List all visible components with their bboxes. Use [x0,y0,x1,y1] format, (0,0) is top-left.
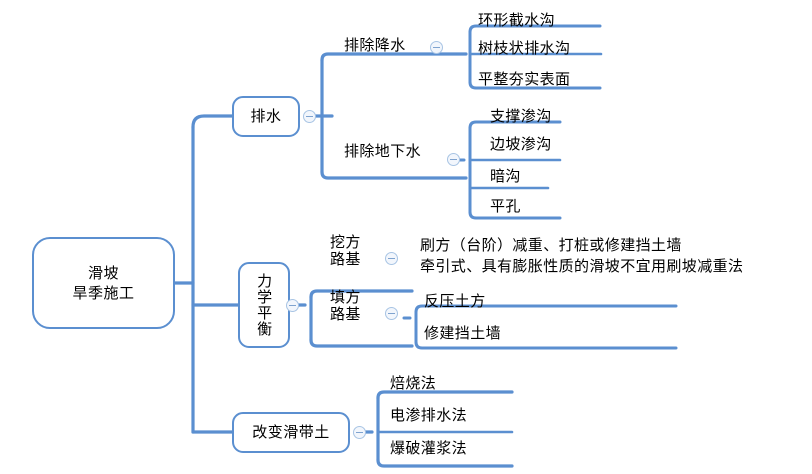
collapse-toggle-drainage[interactable] [303,110,316,123]
group-label-surface-water: 排除降水 [344,36,406,54]
branch-node-mechanical-balance[interactable]: 力学平衡 [238,262,290,348]
leaf-xiujian-dangtuqiang[interactable]: 修建挡土墙 [424,324,502,342]
group-label-cut-subgrade: 挖方 路基 [330,233,361,268]
leaf-pingkong[interactable]: 平孔 [490,197,521,215]
branch-label-slip-soil-change: 改变滑带土 [252,423,330,442]
branch-node-drainage[interactable]: 排水 [232,96,300,137]
collapse-toggle-cut-subgrade[interactable] [385,252,398,265]
branch-node-slip-soil-change[interactable]: 改变滑带土 [232,412,350,453]
leaf-zhicheng-shengou[interactable]: 支撑渗沟 [490,107,552,125]
group-label-fill-subgrade: 填方 路基 [330,288,361,323]
leaf-qianyinshi-huapo[interactable]: 牵引式、具有膨胀性质的滑坡不宜用刷坡减重法 [420,257,744,275]
collapse-toggle-mechanical-balance[interactable] [286,299,299,312]
leaf-angou[interactable]: 暗沟 [490,167,521,185]
leaf-bianpo-shengou[interactable]: 边坡渗沟 [490,135,552,153]
collapse-toggle-fill-subgrade[interactable] [385,307,398,320]
collapse-toggle-slip-soil-change[interactable] [353,426,366,439]
branch-label-drainage: 排水 [250,107,282,126]
root-title-line2: 旱季施工 [72,284,135,302]
collapse-toggle-surface-water[interactable] [430,41,443,54]
leaf-beishaofa[interactable]: 焙烧法 [390,374,437,392]
root-node[interactable]: 滑坡 旱季施工 [32,237,175,329]
root-title-line1: 滑坡 [87,263,119,282]
branch-label-mechanical-balance: 力学平衡 [255,273,274,337]
leaf-baopo-guanjiangfa[interactable]: 爆破灌浆法 [390,439,468,457]
leaf-huanxing-jieshuigou[interactable]: 环形截水沟 [478,11,556,29]
group-label-ground-water: 排除地下水 [344,142,422,160]
collapse-toggle-ground-water[interactable] [447,153,460,166]
leaf-dianshen-paishuifa[interactable]: 电渗排水法 [390,406,468,424]
leaf-pingzheng-hangshi-biaomian[interactable]: 平整夯实表面 [478,70,571,88]
leaf-shuafang-jianzhong[interactable]: 刷方（台阶）减重、打桩或修建挡土墙 [420,236,682,254]
leaf-fanya-tufang[interactable]: 反压土方 [424,292,486,310]
leaf-shuzhizhuang-paishuigou[interactable]: 树枝状排水沟 [478,39,571,57]
